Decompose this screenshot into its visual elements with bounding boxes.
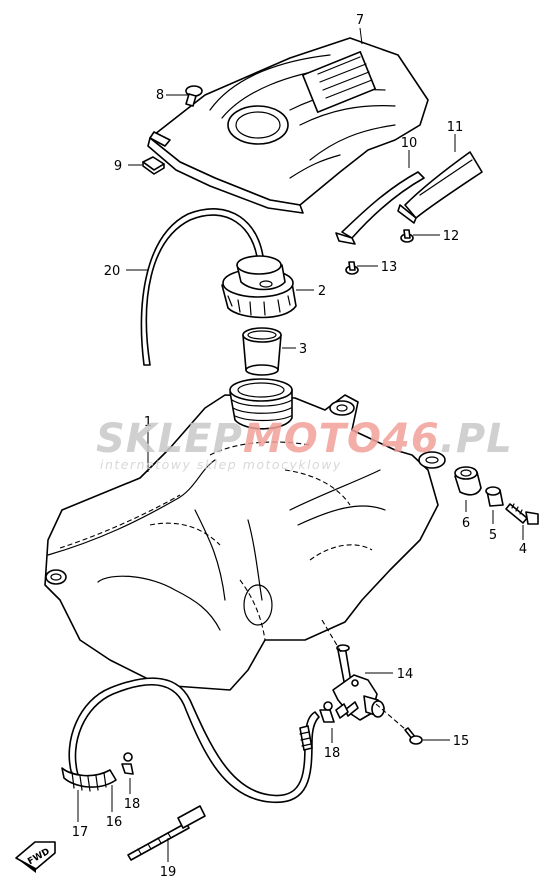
callout-4: 4 <box>519 542 527 557</box>
callout-12: 12 <box>443 229 460 244</box>
callout-6: 6 <box>462 516 470 531</box>
callout-labels: 7 8 9 10 11 12 13 20 2 3 1 6 5 4 14 15 1… <box>72 13 527 880</box>
callout-16: 16 <box>106 815 123 830</box>
callout-11: 11 <box>447 120 464 135</box>
tank-bracket-11 <box>397 151 483 224</box>
svg-text:SKLEPMOTO46.PL: SKLEPMOTO46.PL <box>96 416 513 462</box>
cover-cushion <box>142 156 165 175</box>
callout-17: 17 <box>72 825 89 840</box>
watermark-brand-red: MOTO <box>243 416 382 462</box>
forward-arrow-icon: FWD <box>15 841 56 873</box>
callout-8: 8 <box>156 88 164 103</box>
callout-5: 5 <box>489 528 497 543</box>
watermark-brand-num: 46 <box>381 416 440 462</box>
callout-15: 15 <box>453 734 470 749</box>
watermark-tagline: internetowy sklep motocyklowy <box>100 457 342 472</box>
callout-2: 2 <box>318 284 326 299</box>
callout-3: 3 <box>299 342 307 357</box>
watermark-brand-gray: SKLEP <box>96 416 243 462</box>
fuel-tank <box>44 378 446 691</box>
watermark-brand-suffix: .PL <box>440 416 513 462</box>
fuel-cap <box>221 255 297 319</box>
callout-18-right: 18 <box>324 746 341 761</box>
callout-9: 9 <box>114 159 122 174</box>
callout-20: 20 <box>104 264 121 279</box>
callout-1: 1 <box>144 415 152 430</box>
cover-bolt <box>185 85 203 107</box>
callout-7: 7 <box>356 13 364 28</box>
fuel-strainer <box>242 327 282 376</box>
mount-bolt-4 <box>505 503 539 525</box>
callout-19: 19 <box>160 865 177 880</box>
fuel-cock <box>332 644 385 721</box>
watermark: SKLEPMOTO46.PL internetowy sklep motocyk… <box>96 416 513 472</box>
leader-lines <box>77 27 524 862</box>
spacer-5 <box>485 486 504 507</box>
bracket-bolt-13 <box>345 261 359 275</box>
hose-clip-left <box>121 752 134 775</box>
callout-10: 10 <box>401 136 418 151</box>
fuel-hose <box>61 677 320 804</box>
tank-bracket-10 <box>335 171 425 245</box>
callout-14: 14 <box>397 667 414 682</box>
callout-13: 13 <box>381 260 398 275</box>
fuel-level-rod <box>127 805 206 861</box>
mount-cushion-6 <box>454 466 482 496</box>
callout-18-left: 18 <box>124 797 141 812</box>
bracket-bolt-12 <box>400 229 414 243</box>
tank-cover <box>147 37 429 214</box>
fuel-cock-screw <box>404 727 423 745</box>
hose-clip-right <box>319 701 335 723</box>
